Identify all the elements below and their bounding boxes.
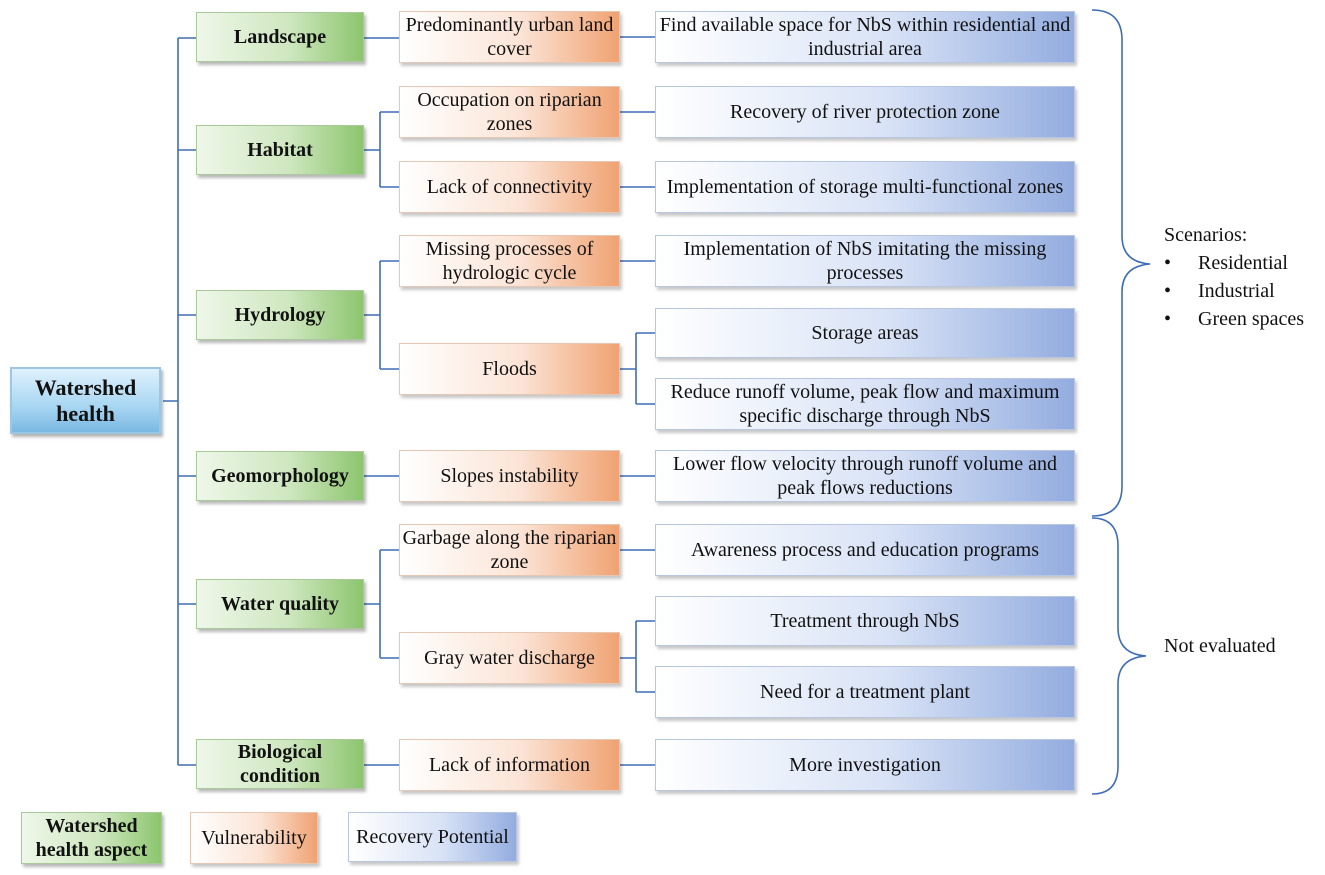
scenario-item: • Green spaces: [1164, 305, 1304, 333]
not-evaluated-label: Not evaluated: [1164, 635, 1276, 657]
recovery-storage-areas: Storage areas: [655, 308, 1075, 358]
scenario-label: Residential: [1198, 252, 1288, 274]
aspect-hydrology: Hydrology: [196, 290, 364, 340]
aspect-water-quality: Water quality: [196, 579, 364, 629]
legend-aspect: Watershed health aspect: [21, 812, 162, 864]
scenarios-brace: [1091, 9, 1151, 517]
bullet-icon: •: [1164, 252, 1172, 274]
aspect-geomorphology: Geomorphology: [196, 451, 364, 501]
recovery-lower-flow: Lower flow velocity through runoff volum…: [655, 450, 1075, 502]
aspect-habitat: Habitat: [196, 125, 364, 175]
scenario-label: Green spaces: [1198, 308, 1305, 330]
vuln-gray-water: Gray water discharge: [399, 632, 620, 684]
not-evaluated-brace: [1091, 517, 1147, 795]
bullet-icon: •: [1164, 280, 1172, 302]
vuln-missing-processes: Missing processes of hydrologic cycle: [399, 235, 620, 287]
recovery-treatment-nbs: Treatment through NbS: [655, 596, 1075, 646]
aspect-connector-habitat: [364, 111, 399, 188]
recovery-river-protection: Recovery of river protection zone: [655, 86, 1075, 138]
vuln-occupation-riparian: Occupation on riparian zones: [399, 86, 620, 138]
aspect-landscape: Landscape: [196, 12, 364, 62]
recovery-awareness: Awareness process and education programs: [655, 524, 1075, 576]
aspect-biological-condition: Biological condition: [196, 739, 364, 789]
vuln-lack-information: Lack of information: [399, 739, 620, 791]
scenario-label: Industrial: [1198, 280, 1275, 302]
vuln-floods: Floods: [399, 343, 620, 395]
scenario-item: • Residential: [1164, 249, 1304, 277]
recovery-treatment-plant: Need for a treatment plant: [655, 666, 1075, 718]
vuln-connector-floods: [620, 332, 655, 405]
recovery-find-space: Find available space for NbS within resi…: [655, 11, 1075, 63]
recovery-reduce-runoff: Reduce runoff volume, peak flow and maxi…: [655, 378, 1075, 430]
vuln-slopes-instability: Slopes instability: [399, 450, 620, 502]
recovery-nbs-imitating: Implementation of NbS imitating the miss…: [655, 235, 1075, 287]
recovery-storage-zones: Implementation of storage multi-function…: [655, 161, 1075, 213]
root-connector: [163, 37, 196, 766]
bullet-icon: •: [1164, 308, 1172, 330]
scenarios-block: Scenarios: • Residential • Industrial • …: [1164, 221, 1304, 333]
aspect-connector-hydrology: [364, 260, 399, 370]
scenario-item: • Industrial: [1164, 277, 1304, 305]
scenarios-title: Scenarios:: [1164, 224, 1248, 246]
aspect-connector-water-quality: [364, 549, 399, 659]
vuln-garbage-riparian: Garbage along the riparian zone: [399, 524, 620, 576]
root-watershed-health: Watershed health: [10, 367, 161, 434]
vuln-urban-land-cover: Predominantly urban land cover: [399, 11, 620, 63]
recovery-more-investigation: More investigation: [655, 739, 1075, 791]
vuln-connector-gray-water: [620, 620, 655, 693]
vuln-lack-connectivity: Lack of connectivity: [399, 161, 620, 213]
legend-vulnerability: Vulnerability: [190, 812, 318, 864]
legend-recovery: Recovery Potential: [348, 812, 517, 862]
